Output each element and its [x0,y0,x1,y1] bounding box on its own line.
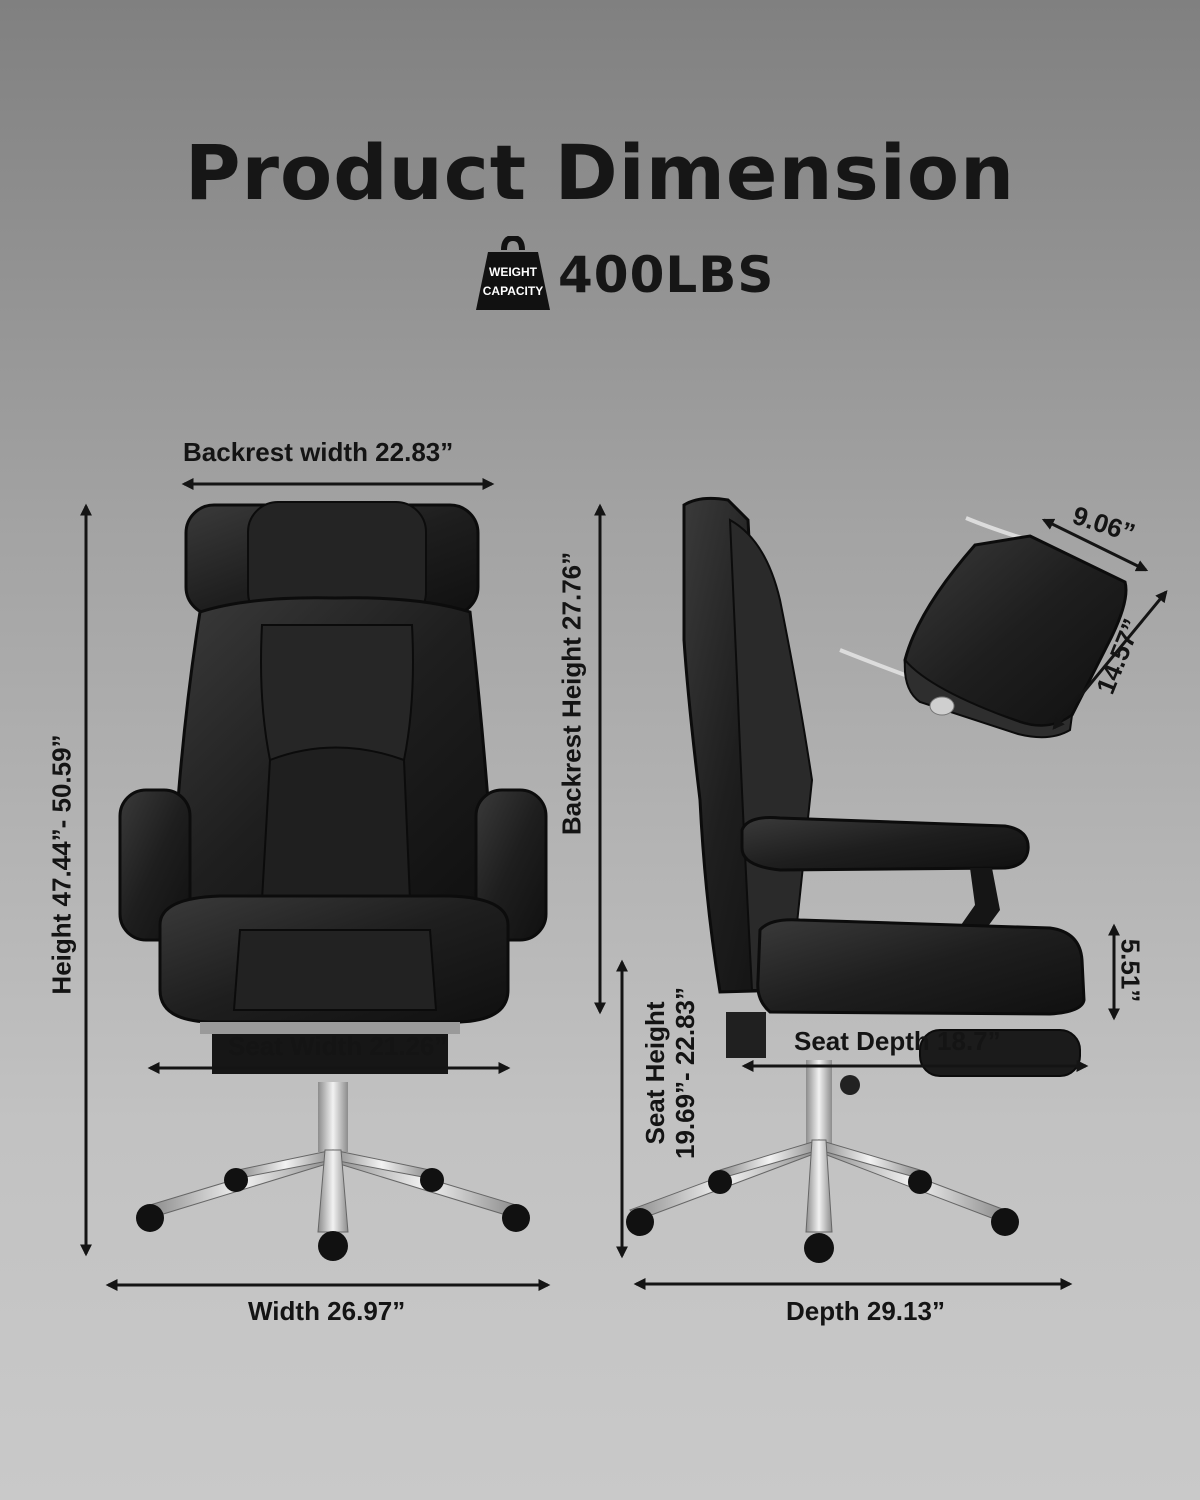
footrest-illustration [839,516,1128,739]
weight-badge-line2: CAPACITY [482,284,544,298]
height-label: Height 47.44”- 50.59” [46,734,77,995]
dimension-arrows [80,478,1168,1291]
front-chair-illustration [118,501,548,1261]
weight-badge-label: WEIGHT CAPACITY [478,263,548,301]
backrest-width-label: Backrest width 22.83” [183,437,454,467]
weight-value: 400LBS [558,246,775,304]
seat-width-label: Seat Width 21.26” [228,1031,448,1061]
weight-capacity: WEIGHT CAPACITY 400LBS [474,236,774,312]
footrest-thickness-label: 5.51” [1115,938,1146,1003]
page-title: Product Dimension [184,128,1016,217]
seat-height-line1: Seat Height [640,1001,670,1145]
seat-height-line2: 19.69”- 22.83” [670,987,700,1160]
footrest-length-arrow [1052,590,1168,730]
weight-icon [476,236,550,310]
seat-depth-label: Seat Depth 18.7” [794,1026,1001,1056]
width-label: Width 26.97” [248,1296,406,1326]
seat-height-label: Seat Height 19.69”- 22.83” [640,963,700,1183]
backrest-height-label: Backrest Height 27.76” [556,551,587,836]
depth-label: Depth 29.13” [786,1296,945,1326]
weight-badge-line1: WEIGHT [489,265,537,279]
footrest-width-arrow [1041,518,1149,572]
